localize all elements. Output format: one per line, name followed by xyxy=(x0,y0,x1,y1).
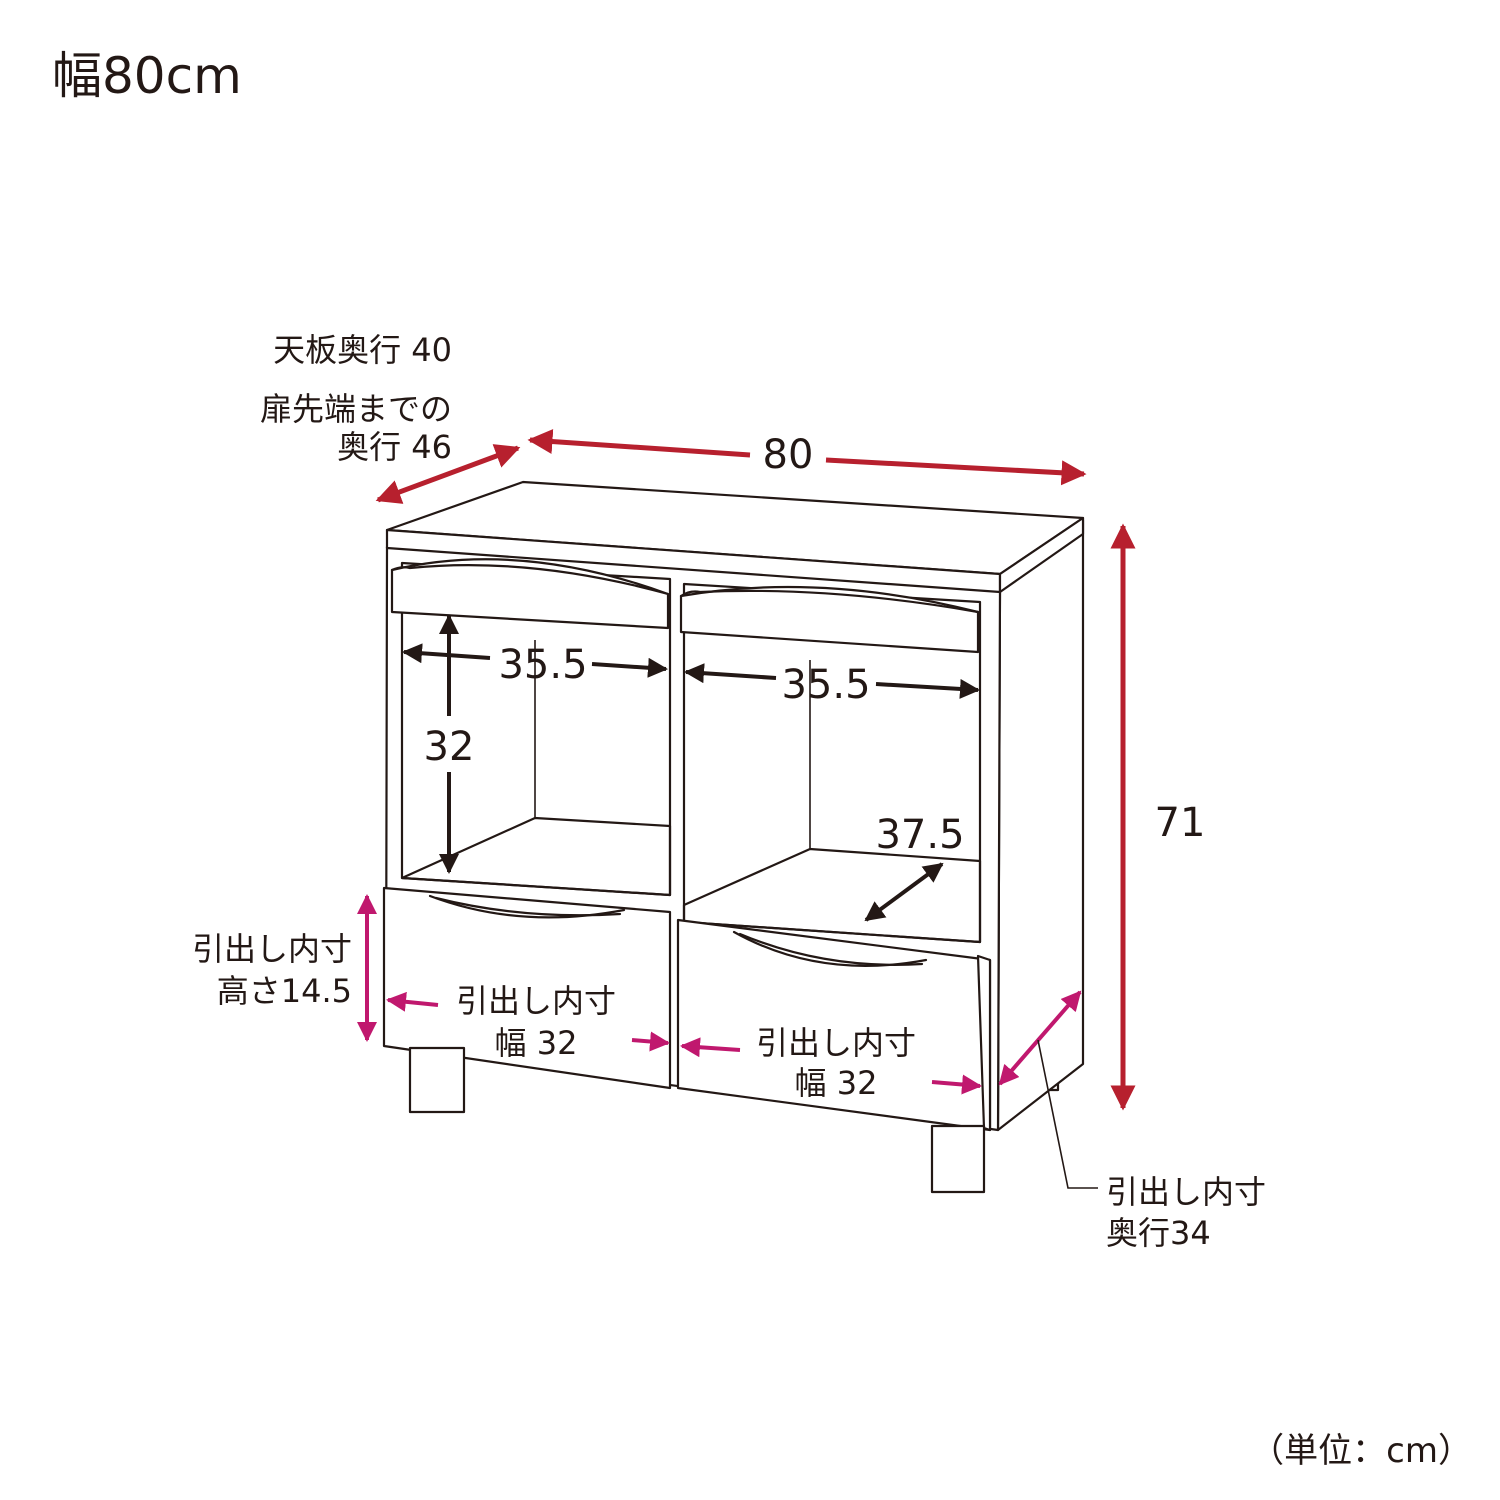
left-flap-door xyxy=(390,558,670,630)
drawer-right-label-line2: 幅 32 xyxy=(795,1064,878,1102)
left-inner-width-arrow-right xyxy=(591,657,668,678)
left-inner-width-label: 35.5 xyxy=(498,642,587,688)
right-inner-width-label: 35.5 xyxy=(781,662,870,708)
page-title: 幅80cm xyxy=(52,47,242,105)
right-inner-width-arrow-right xyxy=(875,678,980,699)
right-compartment-floor xyxy=(682,847,982,944)
drawer-depth-arrow xyxy=(998,990,1082,1086)
drawer-left-width-arrow-right xyxy=(631,1031,670,1052)
left-drawer xyxy=(382,886,672,1090)
drawer-depth-label-line1: 引出し内寸 xyxy=(1106,1173,1266,1211)
drawer-depth-label-line2: 奥行34 xyxy=(1106,1214,1211,1252)
leg-front-right xyxy=(930,1124,986,1194)
drawer-left-width-arrow-left xyxy=(386,991,439,1012)
drawer-height-label-line1: 引出し内寸 xyxy=(192,930,352,968)
right-drawer xyxy=(676,918,992,1132)
width-total-label: 80 xyxy=(763,432,814,478)
right-inner-depth-arrow xyxy=(864,862,944,922)
width-80-arrow-right xyxy=(825,457,1087,486)
drawer-height-label-line2: 高さ14.5 xyxy=(217,972,352,1010)
drawer-right-width-arrow-left xyxy=(680,1037,741,1058)
right-inner-width-arrow-left xyxy=(684,663,777,684)
depth-arrow xyxy=(375,444,521,504)
drawer-depth-leader xyxy=(1037,1039,1098,1189)
right-inner-depth-label: 37.5 xyxy=(875,812,964,858)
left-compartment-floor xyxy=(400,816,672,897)
width-80-arrow-left xyxy=(527,429,751,458)
height-total-label: 71 xyxy=(1155,800,1206,846)
door-depth-label-line1: 扉先端までの xyxy=(260,390,452,428)
door-depth-label-line2: 奥行 46 xyxy=(337,428,452,466)
drawer-left-label-line1: 引出し内寸 xyxy=(456,982,616,1020)
left-inner-height-label: 32 xyxy=(424,724,475,770)
top-depth-label: 天板奥行 40 xyxy=(273,331,452,369)
leg-front-left xyxy=(408,1046,466,1114)
drawer-right-label-line1: 引出し内寸 xyxy=(756,1024,916,1062)
drawer-left-label-line2: 幅 32 xyxy=(495,1024,578,1062)
right-flap-door xyxy=(679,585,980,654)
cabinet xyxy=(382,480,1085,1194)
drawer-right-width-arrow-right xyxy=(931,1074,982,1095)
unit-note: （単位：cm） xyxy=(1250,1431,1472,1471)
top-board-side xyxy=(998,516,1085,594)
